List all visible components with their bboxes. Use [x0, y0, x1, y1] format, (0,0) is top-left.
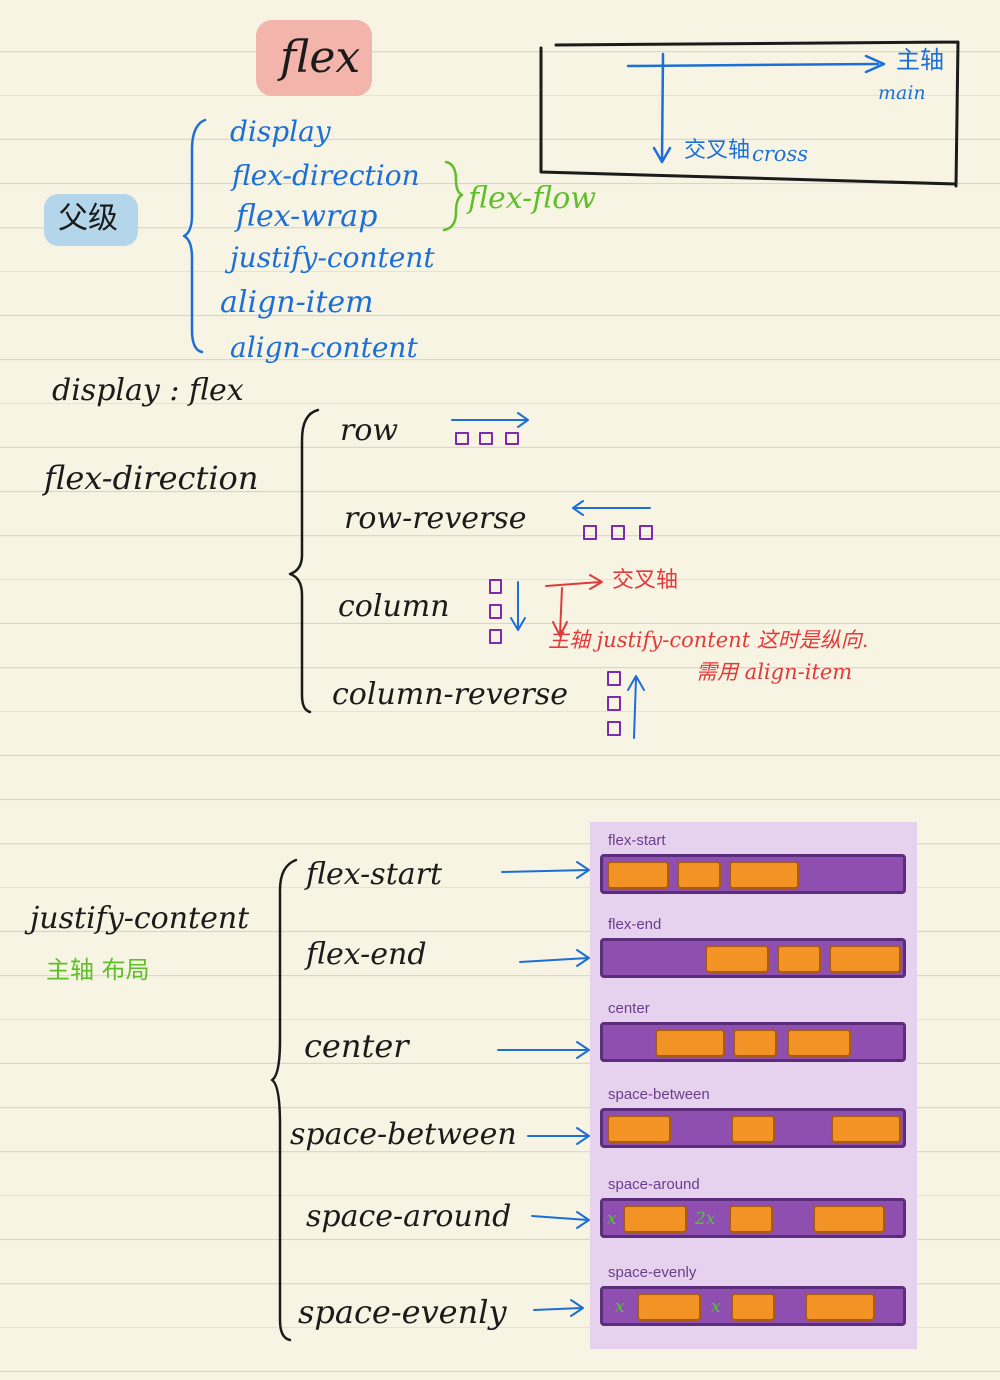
space-mark-2x: 2x — [695, 1209, 716, 1229]
flex-item — [607, 861, 669, 889]
flex-item — [731, 1115, 775, 1143]
flex-item — [623, 1205, 687, 1233]
parent-label: 父级 — [58, 201, 118, 236]
main-axis-cn-label: 主轴 — [896, 46, 944, 74]
diagram-container-space-evenly: x x — [600, 1286, 906, 1326]
diagram-label-flex-end: flex-end — [608, 916, 662, 933]
flex-item — [655, 1029, 725, 1057]
property-align-item: align-item — [220, 285, 374, 320]
justify-content-diagram: flex-start flex-end center space-between… — [590, 822, 917, 1349]
justify-flex-start: flex-start — [306, 857, 443, 892]
column-note-line2: 需用 align-item — [696, 660, 853, 684]
direction-column-reverse: column-reverse — [332, 677, 568, 712]
justify-content-label: justify-content — [30, 901, 250, 936]
flex-item — [777, 945, 821, 973]
display-flex-label: display : flex — [52, 373, 244, 408]
space-mark-x: x — [607, 1209, 617, 1229]
diagram-container-flex-start — [600, 854, 906, 894]
flex-item — [729, 861, 799, 889]
justify-content-sublabel: 主轴 布局 — [46, 956, 150, 984]
flex-item — [733, 1029, 777, 1057]
flex-item — [813, 1205, 885, 1233]
page-title: flex — [280, 32, 361, 83]
justify-space-between: space-between — [290, 1117, 517, 1152]
diagram-container-flex-end — [600, 938, 906, 978]
flex-direction-label: flex-direction — [44, 459, 259, 497]
title-highlight — [256, 20, 372, 96]
flex-item — [677, 861, 721, 889]
cross-axis-cn-label: 交叉轴 — [684, 138, 751, 163]
space-mark-x: x — [711, 1297, 721, 1317]
flex-item — [729, 1205, 773, 1233]
flex-item — [829, 945, 901, 973]
diagram-container-space-around: x 2x — [600, 1198, 906, 1238]
property-display: display — [230, 115, 331, 148]
justify-center: center — [304, 1027, 409, 1065]
property-justify-content: justify-content — [230, 241, 435, 274]
property-align-content: align-content — [230, 331, 418, 364]
justify-space-around: space-around — [306, 1199, 512, 1234]
flex-item — [731, 1293, 775, 1321]
justify-space-evenly: space-evenly — [298, 1293, 507, 1331]
diagram-label-flex-start: flex-start — [608, 832, 666, 849]
property-flex-direction: flex-direction — [232, 159, 420, 192]
main-axis-en-label: main — [878, 82, 926, 104]
property-flex-wrap: flex-wrap — [236, 199, 378, 234]
diagram-container-space-between — [600, 1108, 906, 1148]
parent-highlight — [44, 194, 138, 246]
diagram-container-center — [600, 1022, 906, 1062]
diagram-label-space-around: space-around — [608, 1176, 700, 1193]
diagram-label-space-between: space-between — [608, 1086, 710, 1103]
cross-axis-note: 交叉轴 — [612, 568, 679, 593]
space-mark-x: x — [615, 1297, 625, 1317]
flex-item — [637, 1293, 701, 1321]
flex-item — [705, 945, 769, 973]
flex-item — [607, 1115, 671, 1143]
cross-axis-en-label: cross — [752, 142, 808, 166]
diagram-label-center: center — [608, 1000, 650, 1017]
direction-row-reverse: row-reverse — [344, 501, 527, 536]
column-note-line1: 主轴 justify-content 这时是纵向. — [548, 628, 869, 652]
flex-item — [831, 1115, 901, 1143]
justify-flex-end: flex-end — [306, 937, 427, 972]
direction-column: column — [338, 589, 450, 624]
diagram-label-space-evenly: space-evenly — [608, 1264, 697, 1281]
flex-item — [805, 1293, 875, 1321]
flex-item — [787, 1029, 851, 1057]
direction-row: row — [340, 413, 399, 448]
flex-flow-label: flex-flow — [468, 181, 597, 216]
